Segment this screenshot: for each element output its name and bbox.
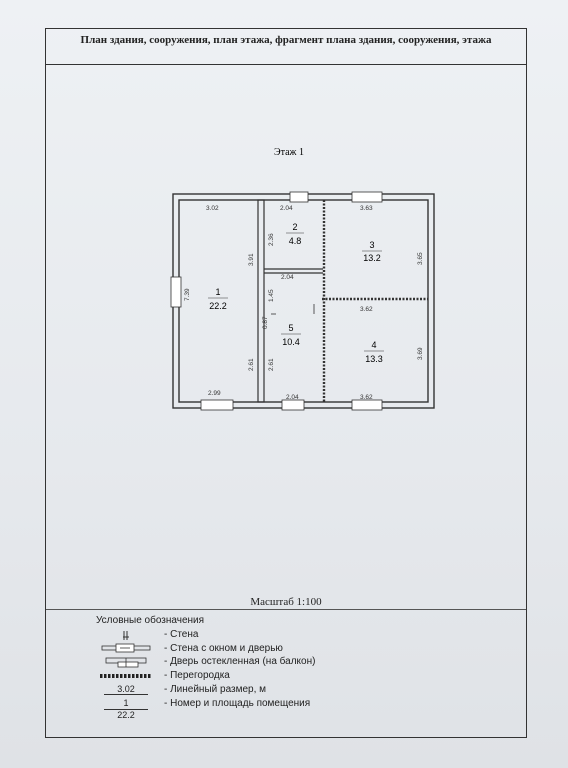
legend-desc: - Перегородка bbox=[164, 670, 230, 681]
room-1-number: 1 bbox=[215, 287, 220, 297]
dim-r3-top: 3.63 bbox=[360, 205, 373, 212]
room-4-area: 13.3 bbox=[365, 354, 383, 364]
dim-r2-left: 2.36 bbox=[268, 233, 275, 246]
legend-desc: - Стена с окном и дверью bbox=[164, 643, 283, 654]
legend-desc: - Линейный размер, м bbox=[164, 684, 267, 695]
floor-plan: Этаж 1 bbox=[170, 147, 435, 411]
room-5-number: 5 bbox=[288, 323, 293, 333]
legend-title: Условные обозначения bbox=[96, 615, 205, 626]
partitions bbox=[322, 200, 428, 402]
scale-label: Масштаб 1:100 bbox=[250, 596, 322, 608]
legend-desc: - Номер и площадь помещения bbox=[164, 698, 311, 709]
room-number-sample: 1 22.2 bbox=[96, 698, 156, 724]
legend-desc: - Стена bbox=[164, 629, 199, 640]
dim-r1-bottom: 2.99 bbox=[208, 390, 221, 397]
floor-label: Этаж 1 bbox=[274, 147, 304, 158]
legend-desc: - Дверь остекленная (на балкон) bbox=[164, 656, 316, 667]
room-2-number: 2 bbox=[292, 222, 297, 232]
dimension-sample: 3.02 bbox=[96, 684, 156, 697]
dim-r2-top: 2.04 bbox=[280, 205, 293, 212]
dim-r1-right-low: 2.61 bbox=[248, 358, 255, 371]
dim-r1-left: 7.39 bbox=[184, 288, 191, 301]
wall-symbol-icon bbox=[123, 631, 129, 640]
dim-r3-bottom: 3.62 bbox=[360, 306, 373, 313]
dim-r4-right: 3.69 bbox=[417, 347, 424, 360]
doors bbox=[257, 291, 315, 315]
dim-r1-small: 0.87 bbox=[262, 316, 269, 329]
glazed-door-symbol-icon bbox=[105, 657, 147, 668]
room-4-number: 4 bbox=[371, 340, 376, 350]
room-number-sample-num: 1 bbox=[123, 698, 129, 708]
dim-r5-left-mid: 1.45 bbox=[268, 289, 275, 302]
dim-r5-bottom: 2.04 bbox=[286, 394, 299, 401]
document-title: План здания, сооружения, план этажа, фра… bbox=[46, 29, 526, 65]
dimension-sample-text: 3.02 bbox=[117, 684, 135, 694]
plan-sheet: План здания, сооружения, план этажа, фра… bbox=[45, 28, 527, 738]
room-5-area: 10.4 bbox=[282, 337, 300, 347]
room-3-area: 13.2 bbox=[363, 253, 381, 263]
partition-symbol-icon bbox=[100, 674, 152, 678]
dim-r1-top: 3.02 bbox=[206, 205, 219, 212]
dim-r2-bottom: 2.04 bbox=[281, 274, 294, 281]
dim-r3-right: 3.65 bbox=[417, 252, 424, 265]
dim-r4-bottom: 3.62 bbox=[360, 394, 373, 401]
divider bbox=[46, 609, 526, 610]
room-number-sample-area: 22.2 bbox=[117, 710, 135, 720]
dim-r1-right: 3.91 bbox=[248, 253, 255, 266]
room-1-area: 22.2 bbox=[209, 301, 227, 311]
room-2-area: 4.8 bbox=[289, 236, 302, 246]
wall-window-symbol-icon bbox=[101, 643, 151, 653]
windows bbox=[170, 191, 383, 411]
dim-r5-left-low: 2.61 bbox=[268, 358, 275, 371]
room-3-number: 3 bbox=[369, 240, 374, 250]
